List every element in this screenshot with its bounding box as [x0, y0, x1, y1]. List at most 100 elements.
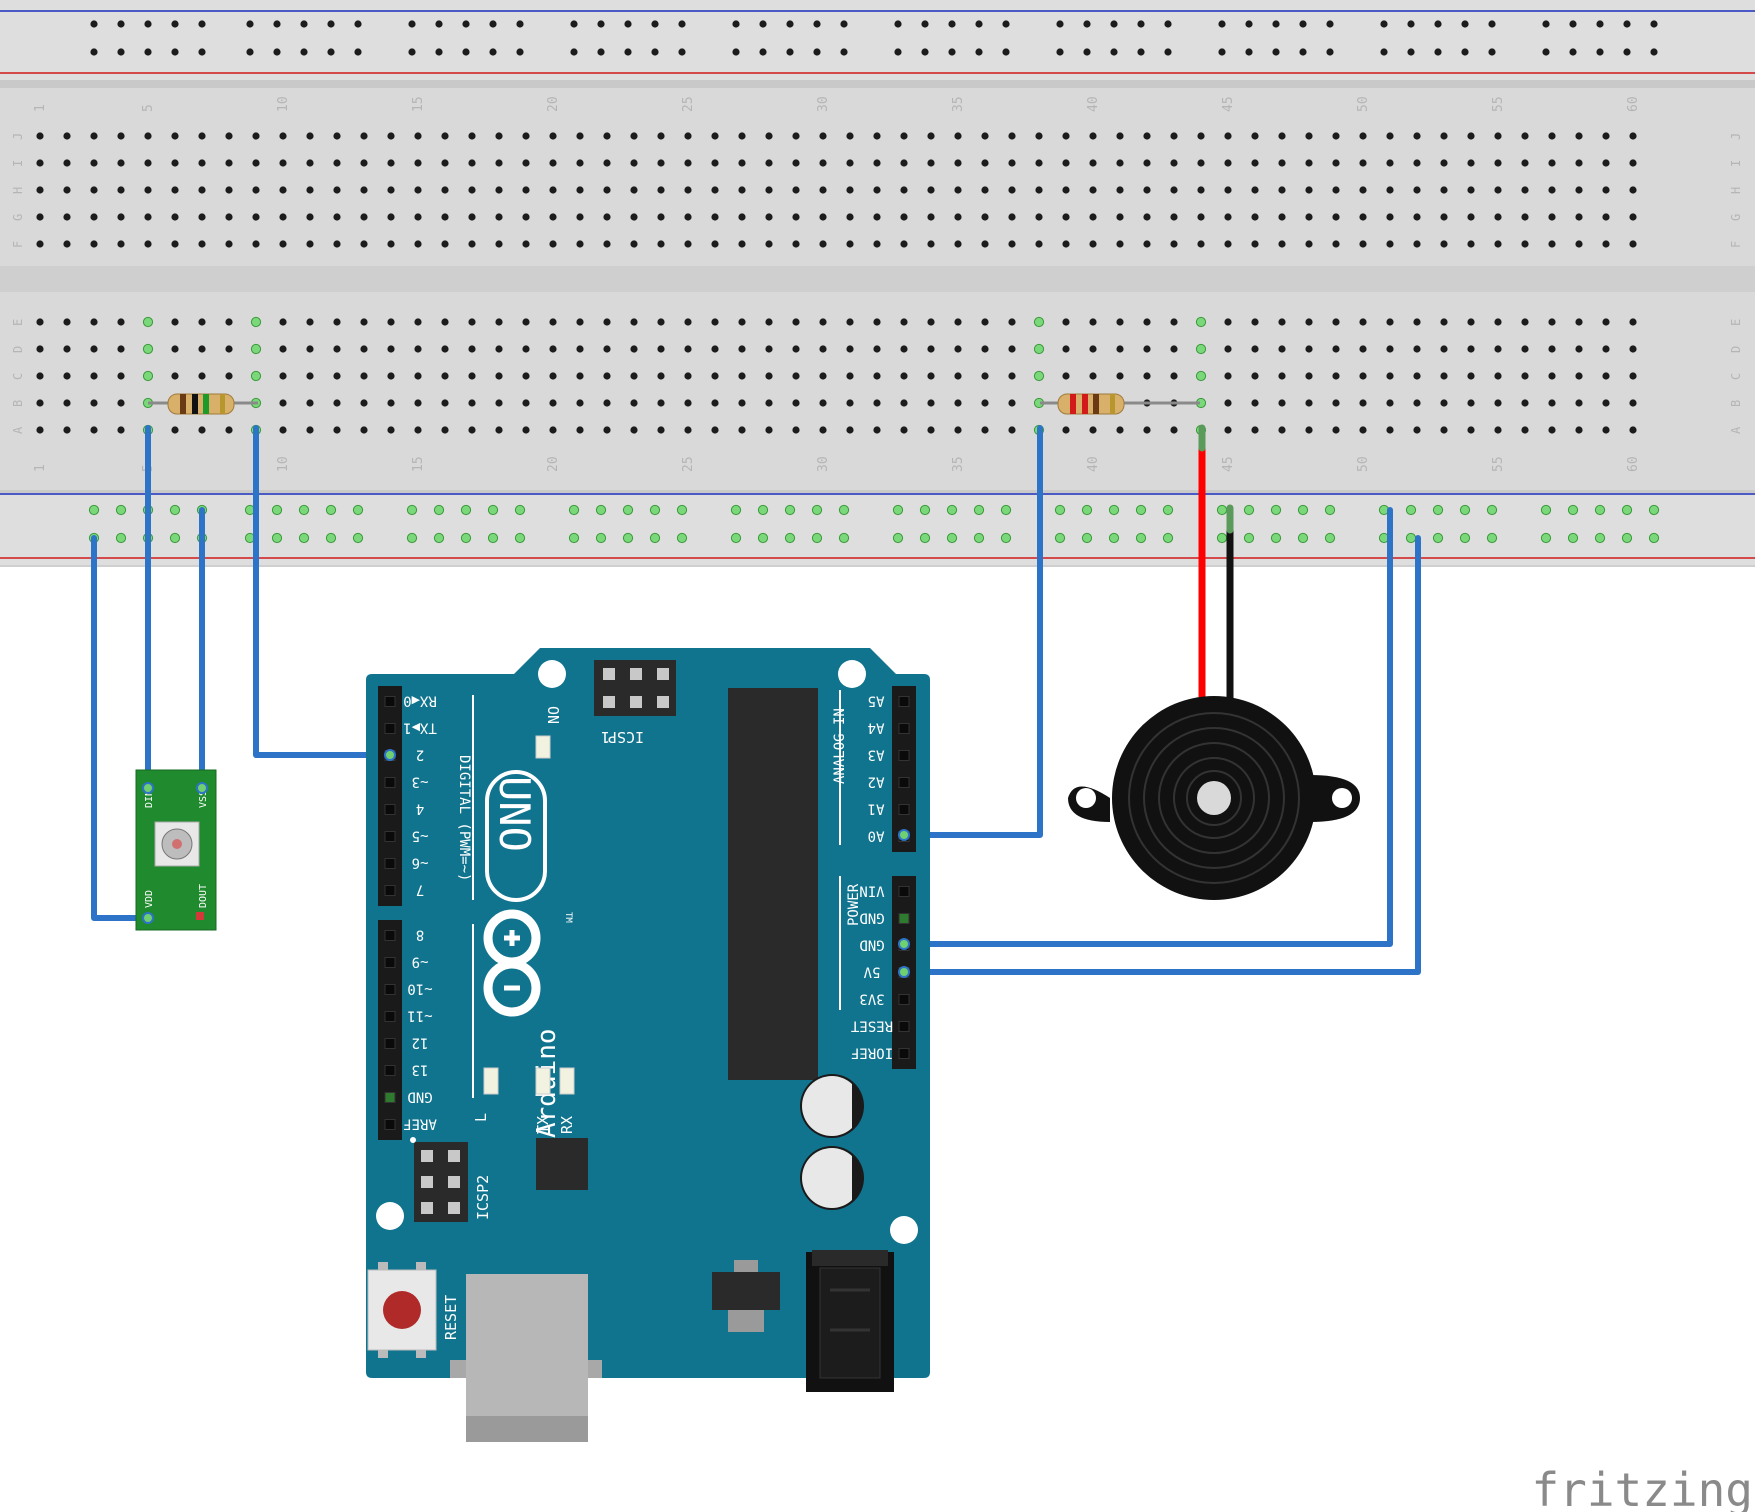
rail-hole[interactable]: [597, 20, 605, 28]
breadboard-hole[interactable]: [333, 213, 341, 221]
breadboard-hole[interactable]: [36, 132, 44, 140]
breadboard-hole[interactable]: [198, 372, 206, 380]
breadboard-hole[interactable]: [171, 318, 179, 326]
breadboard-hole[interactable]: [1548, 426, 1556, 434]
breadboard-hole[interactable]: [522, 132, 530, 140]
breadboard-hole[interactable]: [711, 318, 719, 326]
breadboard-hole[interactable]: [1440, 399, 1448, 407]
rail-hole[interactable]: [786, 48, 794, 56]
breadboard-hole[interactable]: [414, 132, 422, 140]
breadboard-hole[interactable]: [36, 159, 44, 167]
breadboard-hole[interactable]: [279, 132, 287, 140]
breadboard-hole[interactable]: [1440, 213, 1448, 221]
breadboard-hole[interactable]: [414, 345, 422, 353]
breadboard-hole[interactable]: [1467, 426, 1475, 434]
breadboard-hole[interactable]: [1548, 186, 1556, 194]
breadboard-hole[interactable]: [468, 426, 476, 434]
breadboard-hole[interactable]: [603, 426, 611, 434]
breadboard-hole[interactable]: [1575, 213, 1583, 221]
breadboard-hole[interactable]: [252, 240, 260, 248]
rail-hole[interactable]: [1594, 532, 1606, 544]
header-pin[interactable]: [898, 1048, 910, 1059]
header-pin[interactable]: [898, 804, 910, 815]
breadboard-hole[interactable]: [792, 426, 800, 434]
breadboard-hole[interactable]: [90, 399, 98, 407]
breadboard-hole[interactable]: [1440, 318, 1448, 326]
breadboard-hole[interactable]: [1305, 345, 1313, 353]
breadboard-hole[interactable]: [495, 399, 503, 407]
breadboard-hole[interactable]: [792, 399, 800, 407]
rail-hole[interactable]: [975, 48, 983, 56]
breadboard-hole[interactable]: [1251, 132, 1259, 140]
piezo-buzzer[interactable]: [1068, 696, 1360, 900]
rail-hole[interactable]: [1596, 20, 1604, 28]
breadboard-hole[interactable]: [1008, 399, 1016, 407]
breadboard-hole[interactable]: [1467, 399, 1475, 407]
rail-hole[interactable]: [813, 20, 821, 28]
breadboard-hole[interactable]: [63, 132, 71, 140]
header-pin[interactable]: [384, 930, 396, 941]
rail-hole[interactable]: [838, 532, 850, 544]
breadboard-hole[interactable]: [549, 159, 557, 167]
breadboard-hole[interactable]: [225, 213, 233, 221]
breadboard-hole[interactable]: [63, 240, 71, 248]
breadboard-hole[interactable]: [927, 240, 935, 248]
breadboard-hole[interactable]: [1494, 345, 1502, 353]
breadboard-hole[interactable]: [1089, 372, 1097, 380]
breadboard-hole[interactable]: [684, 318, 692, 326]
breadboard-hole[interactable]: [684, 372, 692, 380]
header-pin[interactable]: [898, 777, 910, 788]
breadboard-hole[interactable]: [225, 345, 233, 353]
breadboard-hole[interactable]: [414, 399, 422, 407]
breadboard-hole[interactable]: [1089, 159, 1097, 167]
breadboard-hole[interactable]: [1251, 186, 1259, 194]
breadboard-hole[interactable]: [873, 318, 881, 326]
rail-hole[interactable]: [892, 504, 904, 516]
breadboard-hole[interactable]: [1521, 372, 1529, 380]
rail-hole[interactable]: [1623, 20, 1631, 28]
breadboard-hole[interactable]: [495, 372, 503, 380]
rail-hole[interactable]: [622, 532, 634, 544]
breadboard-hole[interactable]: [711, 240, 719, 248]
breadboard-hole[interactable]: [1494, 186, 1502, 194]
rail-hole[interactable]: [516, 48, 524, 56]
rail-hole[interactable]: [1596, 48, 1604, 56]
breadboard-hole[interactable]: [36, 426, 44, 434]
breadboard-hole[interactable]: [279, 213, 287, 221]
breadboard-hole[interactable]: [603, 345, 611, 353]
breadboard-hole[interactable]: [36, 186, 44, 194]
breadboard-hole[interactable]: [549, 240, 557, 248]
rail-hole[interactable]: [975, 20, 983, 28]
breadboard-hole[interactable]: [576, 132, 584, 140]
header-pin[interactable]: [384, 696, 396, 707]
rail-hole[interactable]: [1083, 20, 1091, 28]
breadboard-hole[interactable]: [1062, 345, 1070, 353]
rail-hole[interactable]: [1540, 532, 1552, 544]
rail-hole[interactable]: [813, 48, 821, 56]
breadboard-hole[interactable]: [792, 372, 800, 380]
header-pin[interactable]: [898, 1021, 910, 1032]
breadboard-hole[interactable]: [1386, 186, 1394, 194]
breadboard-hole[interactable]: [333, 345, 341, 353]
rail-hole[interactable]: [1434, 20, 1442, 28]
rail-hole[interactable]: [117, 48, 125, 56]
breadboard-hole[interactable]: [549, 345, 557, 353]
breadboard-hole[interactable]: [1494, 132, 1502, 140]
breadboard-hole[interactable]: [873, 132, 881, 140]
header-pin[interactable]: [898, 723, 910, 734]
breadboard-hole[interactable]: [1035, 159, 1043, 167]
breadboard-hole[interactable]: [738, 240, 746, 248]
breadboard-hole[interactable]: [1359, 318, 1367, 326]
breadboard-hole[interactable]: [603, 318, 611, 326]
breadboard-hole[interactable]: [360, 399, 368, 407]
breadboard-hole[interactable]: [1197, 186, 1205, 194]
breadboard-hole[interactable]: [1116, 426, 1124, 434]
breadboard-hole[interactable]: [1602, 213, 1610, 221]
rail-hole[interactable]: [1218, 20, 1226, 28]
breadboard-hole[interactable]: [1602, 426, 1610, 434]
rail-hole[interactable]: [894, 48, 902, 56]
breadboard-hole[interactable]: [144, 240, 152, 248]
breadboard-hole[interactable]: [711, 186, 719, 194]
breadboard-hole[interactable]: [171, 345, 179, 353]
